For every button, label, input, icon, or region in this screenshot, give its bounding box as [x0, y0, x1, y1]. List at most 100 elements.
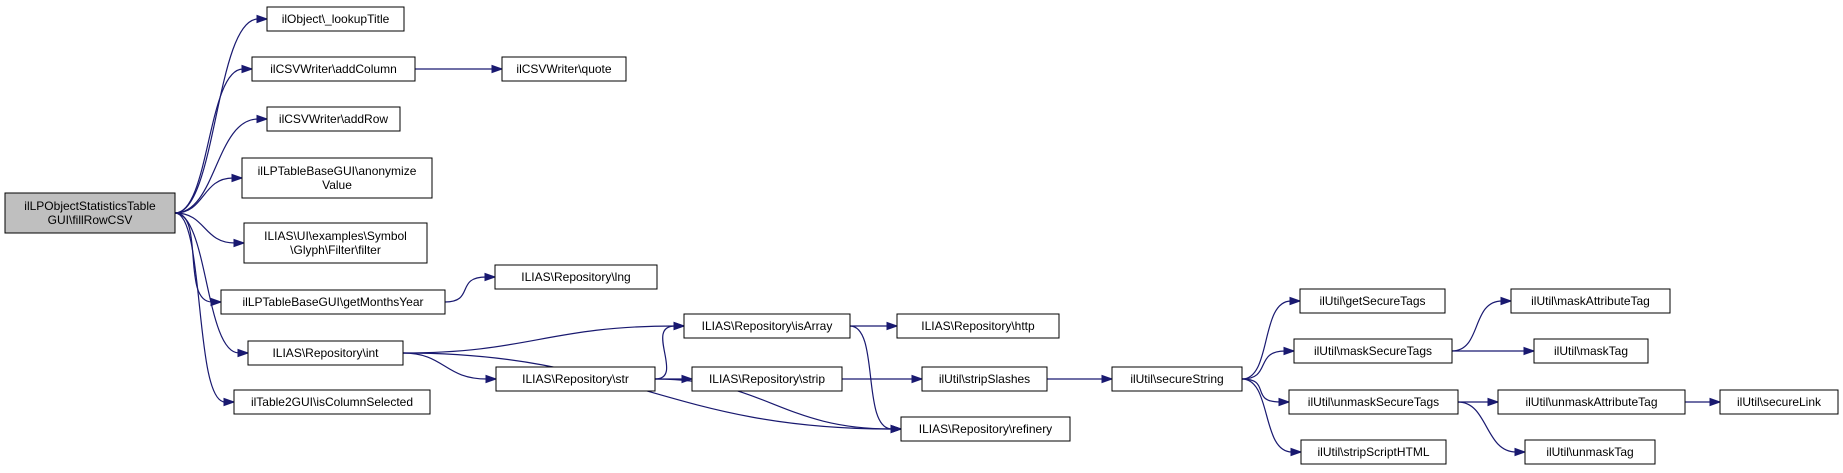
node-quote[interactable]: ilCSVWriter\quote — [501, 56, 627, 82]
edge-arrowhead — [237, 348, 250, 358]
node-box — [1497, 389, 1686, 415]
edge-root-to-int — [174, 212, 250, 358]
edge-arrowhead — [231, 173, 244, 183]
node-label: ilLPTableBaseGUI\anonymize — [258, 164, 417, 178]
edge-maskSecureTags-to-maskTag — [1451, 346, 1536, 356]
node-label: ILIAS\Repository\lng — [521, 270, 630, 284]
edge-isArray-to-http — [850, 321, 899, 331]
node-label: ilUtil\unmaskTag — [1546, 445, 1633, 459]
node-add-row[interactable]: ilCSVWriter\addRow — [266, 106, 401, 132]
node-box — [251, 56, 416, 82]
node-box — [247, 340, 404, 366]
node-box — [494, 264, 658, 290]
node-box — [4, 192, 176, 234]
node-box — [266, 6, 405, 32]
edge-root-to-isColSel — [174, 212, 236, 407]
node-box — [1510, 288, 1671, 314]
node-label: ilUtil\unmaskSecureTags — [1308, 395, 1439, 409]
node-label: ilUtil\stripSlashes — [939, 372, 1030, 386]
node-label: ilObject\_lookupTitle — [282, 12, 390, 26]
node-label: ilCSVWriter\addColumn — [270, 62, 397, 76]
node-secure-string[interactable]: ilUtil\secureString — [1111, 366, 1243, 392]
node-get-secure-tags[interactable]: ilUtil\getSecureTags — [1299, 288, 1446, 314]
edge-arrowhead — [1101, 374, 1114, 384]
node-refinery[interactable]: ILIAS\Repository\refinery — [900, 416, 1071, 442]
edge-arrowhead — [886, 321, 899, 331]
node-label: ILIAS\Repository\str — [522, 372, 629, 386]
edge-unmaskSecureTags-to-unmaskTag — [1457, 401, 1527, 457]
edge-addColumn-to-quote — [415, 64, 504, 74]
edge-root-to-addRow — [174, 114, 269, 214]
edge-arrowhead — [223, 397, 236, 407]
node-lookup-title[interactable]: ilObject\_lookupTitle — [266, 6, 405, 32]
edge-maskSecureTags-to-maskAttributeTag — [1451, 296, 1513, 352]
node-label: ILIAS\UI\examples\Symbol — [264, 229, 407, 243]
node-label: ilUtil\stripScriptHTML — [1317, 445, 1429, 459]
node-str[interactable]: ILIAS\Repository\str — [495, 366, 656, 392]
node-box — [1111, 366, 1243, 392]
node-box — [1300, 439, 1447, 465]
edge-int-to-refinery — [402, 352, 903, 434]
edge-secureString-to-maskSecureTags — [1241, 346, 1296, 380]
edge-root-to-anonymize — [174, 173, 244, 214]
node-lng[interactable]: ILIAS\Repository\lng — [494, 264, 658, 290]
node-http[interactable]: ILIAS\Repository\http — [896, 313, 1060, 339]
edge-arrowhead — [1283, 346, 1296, 356]
edge-arrowhead — [1487, 397, 1500, 407]
edge-arrowhead — [491, 64, 504, 74]
node-get-months[interactable]: ilLPTableBaseGUI\getMonthsYear — [220, 289, 446, 315]
node-unmask-attribute-tag[interactable]: ilUtil\unmaskAttributeTag — [1497, 389, 1686, 415]
edge-unmaskSecureTags-to-unmaskAttributeTag — [1458, 397, 1500, 407]
node-mask-attribute-tag[interactable]: ilUtil\maskAttributeTag — [1510, 288, 1671, 314]
node-mask-tag[interactable]: ilUtil\maskTag — [1533, 338, 1649, 364]
edge-strip-to-stripSlashes — [841, 374, 924, 384]
node-box — [1293, 338, 1453, 364]
node-filter[interactable]: ILIAS\UI\examples\Symbol\Glyph\Filter\fi… — [243, 222, 428, 264]
node-strip-script-h-t-m-l[interactable]: ilUtil\stripScriptHTML — [1300, 439, 1447, 465]
edge-secureString-to-stripScriptHTML — [1241, 378, 1303, 457]
node-label: ILIAS\Repository\isArray — [702, 319, 833, 333]
edge-arrowhead — [1278, 397, 1291, 407]
node-unmask-tag[interactable]: ilUtil\unmaskTag — [1524, 439, 1656, 465]
edge-arrowhead — [233, 238, 246, 248]
node-is-col-sel[interactable]: ilTable2GUI\isColumnSelected — [233, 389, 431, 415]
node-box — [243, 222, 428, 264]
node-label: ilTable2GUI\isColumnSelected — [251, 395, 413, 409]
node-label: ilCSVWriter\quote — [516, 62, 611, 76]
node-label: ilUtil\maskTag — [1554, 344, 1628, 358]
node-label: Value — [322, 178, 352, 192]
node-box — [1288, 389, 1459, 415]
node-box — [900, 416, 1071, 442]
edge-arrowhead — [256, 14, 269, 24]
node-box — [1299, 288, 1446, 314]
edge-root-to-filter — [174, 212, 246, 248]
edge-root-to-addColumn — [174, 64, 254, 214]
edge-arrowhead — [1290, 447, 1303, 457]
node-label: ilLPObjectStatisticsTable — [24, 199, 156, 213]
node-add-column[interactable]: ilCSVWriter\addColumn — [251, 56, 416, 82]
node-strip[interactable]: ILIAS\Repository\strip — [691, 366, 843, 392]
edge-arrowhead — [890, 424, 903, 434]
edge-secureString-to-unmaskSecureTags — [1241, 378, 1291, 407]
node-box — [683, 313, 851, 339]
node-is-array[interactable]: ILIAS\Repository\isArray — [683, 313, 851, 339]
edge-getMonths-to-lng — [444, 272, 497, 303]
edge-secureString-to-getSecureTags — [1241, 296, 1302, 380]
edge-unmaskAttributeTag-to-secureLink — [1685, 397, 1722, 407]
node-label: ilUtil\getSecureTags — [1319, 294, 1425, 308]
node-box — [691, 366, 843, 392]
node-int[interactable]: ILIAS\Repository\int — [247, 340, 404, 366]
node-box — [921, 366, 1048, 392]
edge-arrowhead — [484, 272, 497, 282]
node-mask-secure-tags[interactable]: ilUtil\maskSecureTags — [1293, 338, 1453, 364]
node-unmask-secure-tags[interactable]: ilUtil\unmaskSecureTags — [1288, 389, 1459, 415]
nodes-layer: ilLPObjectStatisticsTableGUI\fillRowCSVi… — [4, 6, 1839, 465]
edge-arrowhead — [210, 297, 223, 307]
node-secure-link[interactable]: ilUtil\secureLink — [1719, 389, 1839, 415]
node-strip-slashes[interactable]: ilUtil\stripSlashes — [921, 366, 1048, 392]
node-label: ilUtil\maskAttributeTag — [1531, 294, 1650, 308]
node-label: \Glyph\Filter\filter — [290, 243, 381, 257]
